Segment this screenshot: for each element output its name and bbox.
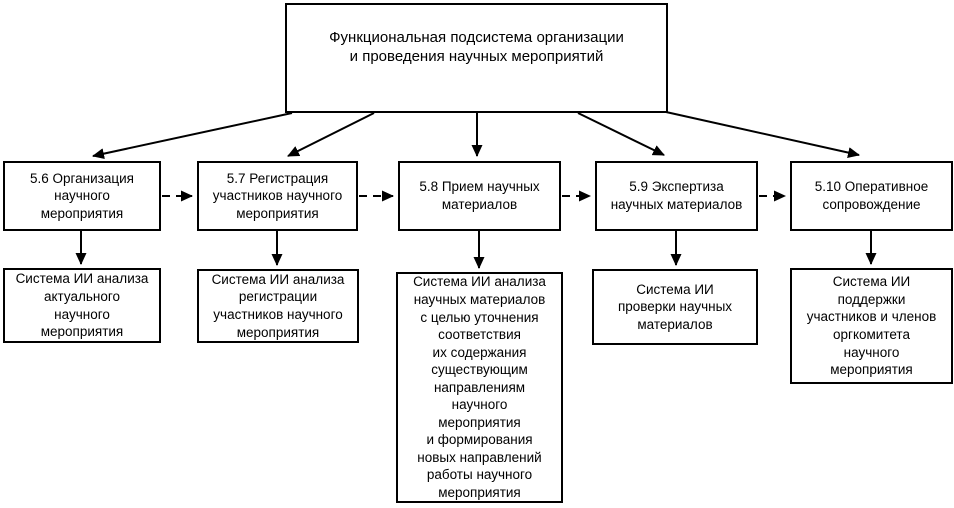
function-to-system-arrows: [75, 231, 877, 269]
node-root: Функциональная подсистема организации и …: [285, 3, 668, 113]
node-5-8: 5.8 Прием научных материалов: [398, 161, 561, 231]
node-system-5-9: Система ИИ проверки научных материалов: [592, 269, 758, 345]
node-5-8-label: 5.8 Прием научных материалов: [419, 179, 540, 212]
node-5-7-label: 5.7 Регистрация участников научного меро…: [212, 170, 343, 221]
node-system-5-10-label: Система ИИ поддержки участников и членов…: [806, 274, 937, 378]
node-5-6: 5.6 Организация научного мероприятия: [3, 161, 161, 231]
node-5-6-label: 5.6 Организация научного мероприятия: [30, 170, 134, 221]
node-5-7: 5.7 Регистрация участников научного меро…: [197, 161, 358, 231]
node-system-5-8: Система ИИ анализа научных материалов с …: [396, 272, 563, 503]
node-system-5-6-label: Система ИИ анализа актуального научного …: [15, 271, 149, 340]
node-system-5-10: Система ИИ поддержки участников и членов…: [790, 268, 953, 384]
node-5-9: 5.9 Экспертиза научных материалов: [595, 161, 758, 231]
node-system-5-9-label: Система ИИ проверки научных материалов: [617, 281, 733, 332]
node-5-10-label: 5.10 Оперативное сопровождение: [814, 179, 929, 212]
root-fanout-arrows: [92, 111, 860, 160]
node-5-9-label: 5.9 Экспертиза научных материалов: [610, 179, 743, 212]
node-system-5-7: Система ИИ анализа регистрации участнико…: [197, 269, 359, 343]
node-system-5-6: Система ИИ анализа актуального научного …: [3, 268, 161, 343]
node-system-5-7-label: Система ИИ анализа регистрации участнико…: [211, 271, 345, 340]
node-5-10: 5.10 Оперативное сопровождение: [790, 161, 953, 231]
node-root-label: Функциональная подсистема организации и …: [329, 28, 624, 66]
node-system-5-8-label: Система ИИ анализа научных материалов с …: [413, 274, 546, 501]
